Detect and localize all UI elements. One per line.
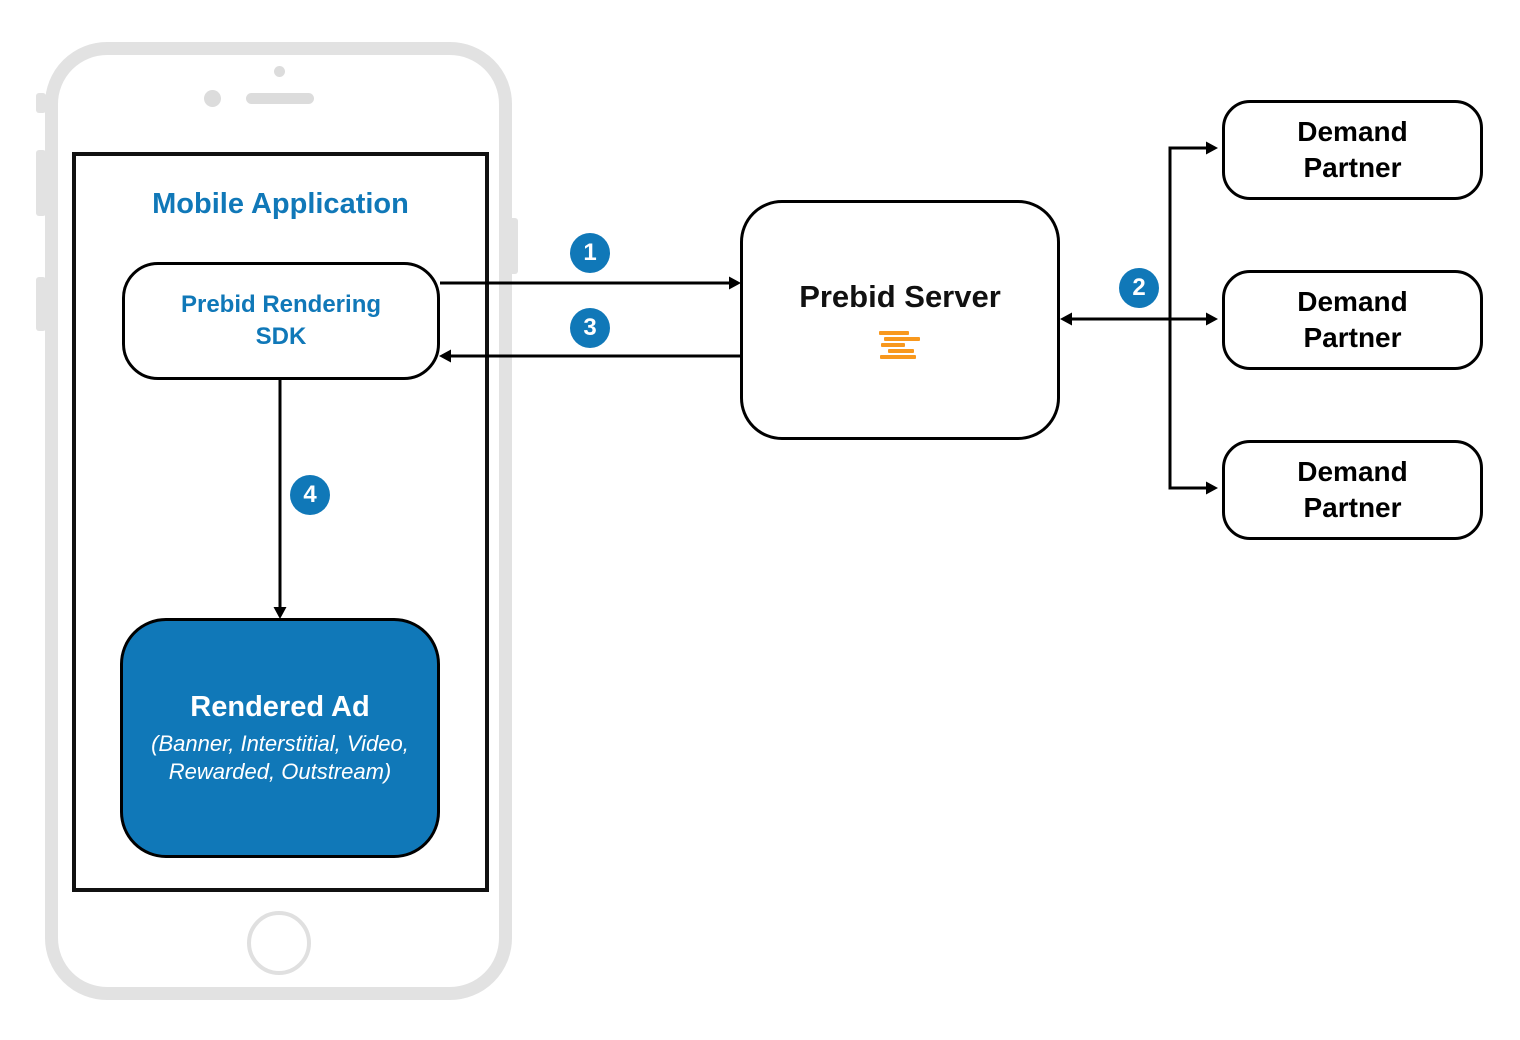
demand-partner-label: Demand Partner — [1297, 115, 1408, 183]
phone-home-button — [247, 911, 311, 975]
demand-partner-label: Demand Partner — [1297, 455, 1408, 523]
prebid-server-box: Prebid Server — [740, 200, 1060, 440]
rendered-ad-title: Rendered Ad — [190, 691, 370, 723]
demand-partner-box-1: Demand Partner — [1222, 100, 1483, 200]
phone-volume-down-button — [36, 277, 46, 331]
step-badge-4: 4 — [290, 475, 330, 515]
prebid-rendering-sdk-box: Prebid Rendering SDK — [122, 262, 440, 380]
mobile-application-title: Mobile Application — [152, 188, 409, 220]
step-badge-2: 2 — [1119, 268, 1159, 308]
rendered-ad-subtitle-line1: (Banner, Interstitial, Video, — [151, 731, 409, 756]
phone-camera-dot-icon — [274, 66, 285, 77]
phone-power-button — [509, 218, 518, 274]
prebid-rendering-sdk-label: Prebid Rendering SDK — [180, 290, 382, 350]
prebid-server-label: Prebid Server — [799, 279, 1001, 314]
rendered-ad-subtitle-line2: Rewarded, Outstream) — [168, 758, 392, 784]
phone-front-camera-icon — [204, 90, 221, 107]
demand-partner-box-2: Demand Partner — [1222, 270, 1483, 370]
phone-volume-up-button — [36, 150, 46, 216]
demand-partner-box-3: Demand Partner — [1222, 440, 1483, 540]
prebid-lines-logo-icon — [879, 331, 921, 361]
phone-mute-switch — [36, 93, 46, 113]
phone-speaker-bar — [246, 93, 314, 104]
step-badge-1: 1 — [570, 233, 610, 273]
demand-partner-label: Demand Partner — [1297, 285, 1408, 353]
step-badge-3: 3 — [570, 308, 610, 348]
rendered-ad-box: Rendered Ad (Banner, Interstitial, Video… — [120, 618, 440, 858]
